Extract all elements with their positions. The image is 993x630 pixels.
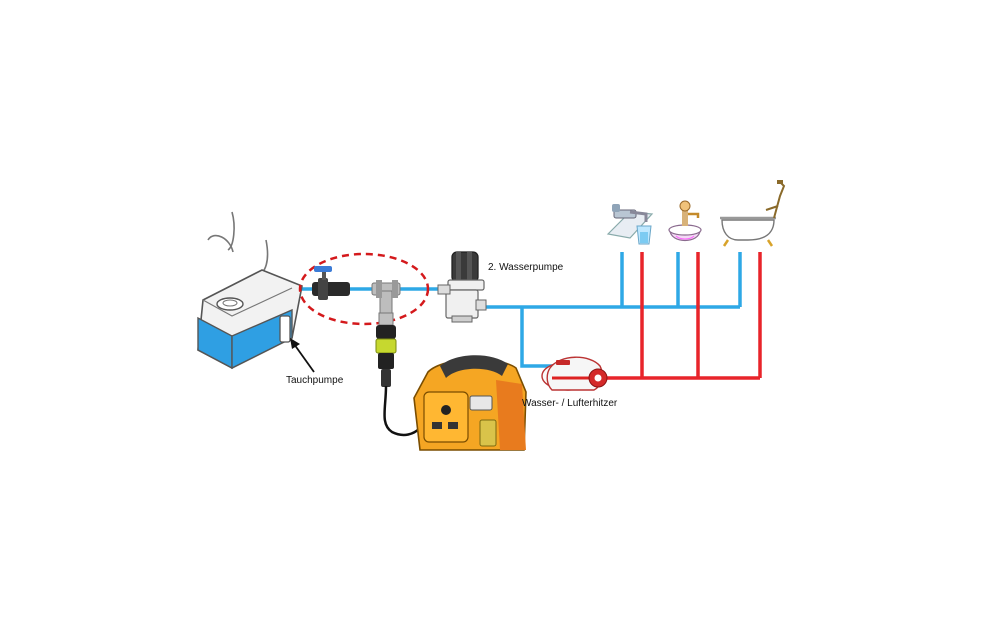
ball-valve-icon (312, 266, 350, 300)
hot-water-lines (600, 252, 762, 380)
water-tank-icon (197, 211, 303, 370)
power-cable (383, 385, 421, 437)
submersible-pump-label: Tauchpumpe (286, 375, 344, 386)
pointer-arrow (290, 338, 315, 373)
heater-feed-pipe (520, 307, 562, 368)
t-connector-icon (371, 280, 401, 314)
second-pump-label: 2. Wasserpumpe (488, 262, 564, 273)
sink-faucet-icon (606, 204, 654, 245)
bathtub-icon (720, 180, 786, 247)
water-pump-icon (437, 251, 487, 323)
highlight-circle (298, 252, 430, 326)
hose-adapter-icon (375, 312, 397, 387)
water-heater-icon (541, 356, 608, 391)
power-station-icon (413, 355, 527, 451)
washbasin-icon (668, 200, 702, 242)
heater-label: Wasser- / Lufterhitzer (522, 398, 618, 409)
submersible-pump-icon (279, 315, 291, 343)
